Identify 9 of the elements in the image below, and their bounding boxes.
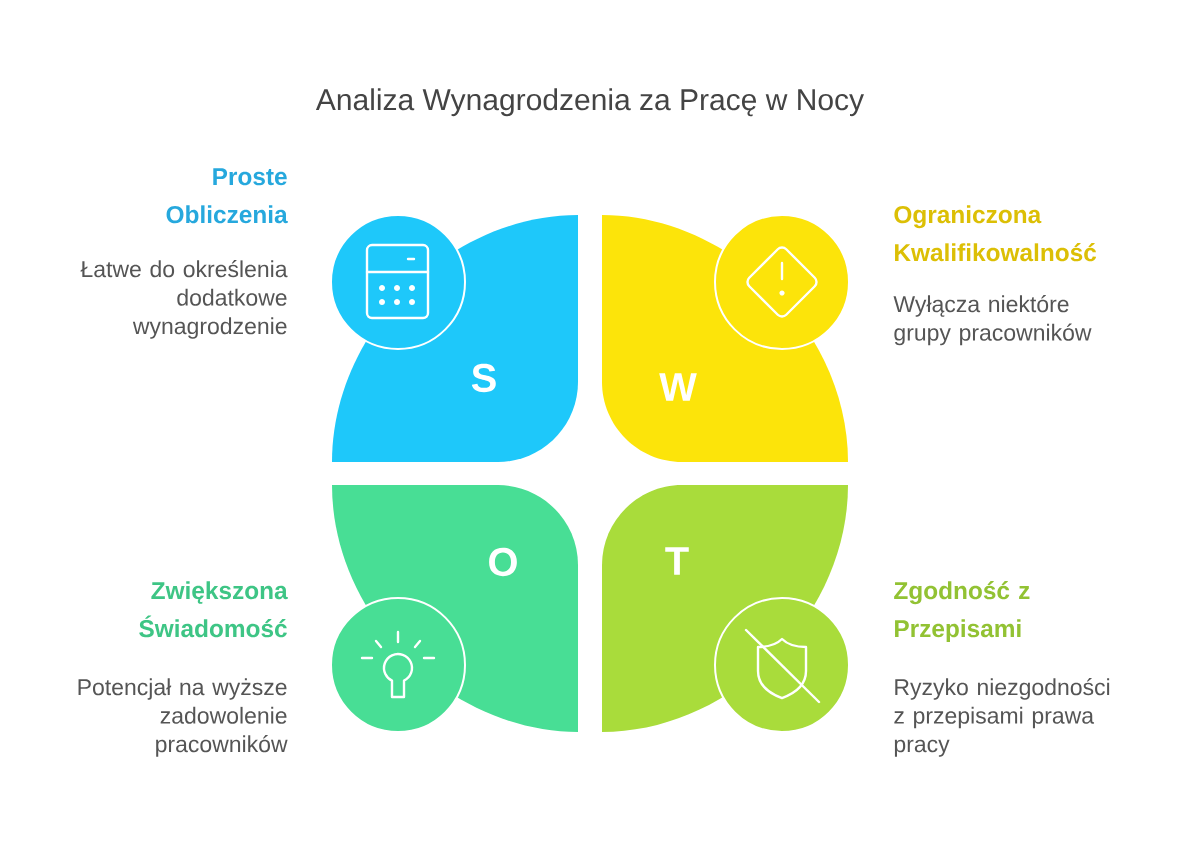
title: Analiza Wynagrodzenia za Pracę w Nocy (315, 88, 864, 117)
heading: Proste Obliczenia (166, 168, 288, 224)
heading: Ograniczona Kwalifikowalność (894, 205, 1097, 262)
description: Wyłącza niektóre grupy pracowników (893, 295, 1092, 346)
heading: Zwiększona Świadomość (139, 581, 288, 638)
heading: Zgodność z Przepisami (894, 581, 1030, 643)
description: Ryzyko niezgodności z przepisami prawa pracy (894, 678, 1110, 757)
description: Potencjał na wyższe zadowolenie pracowników (78, 678, 288, 757)
description: Łatwe do określenia dodatkowe wynagrodzenie (80, 260, 288, 339)
